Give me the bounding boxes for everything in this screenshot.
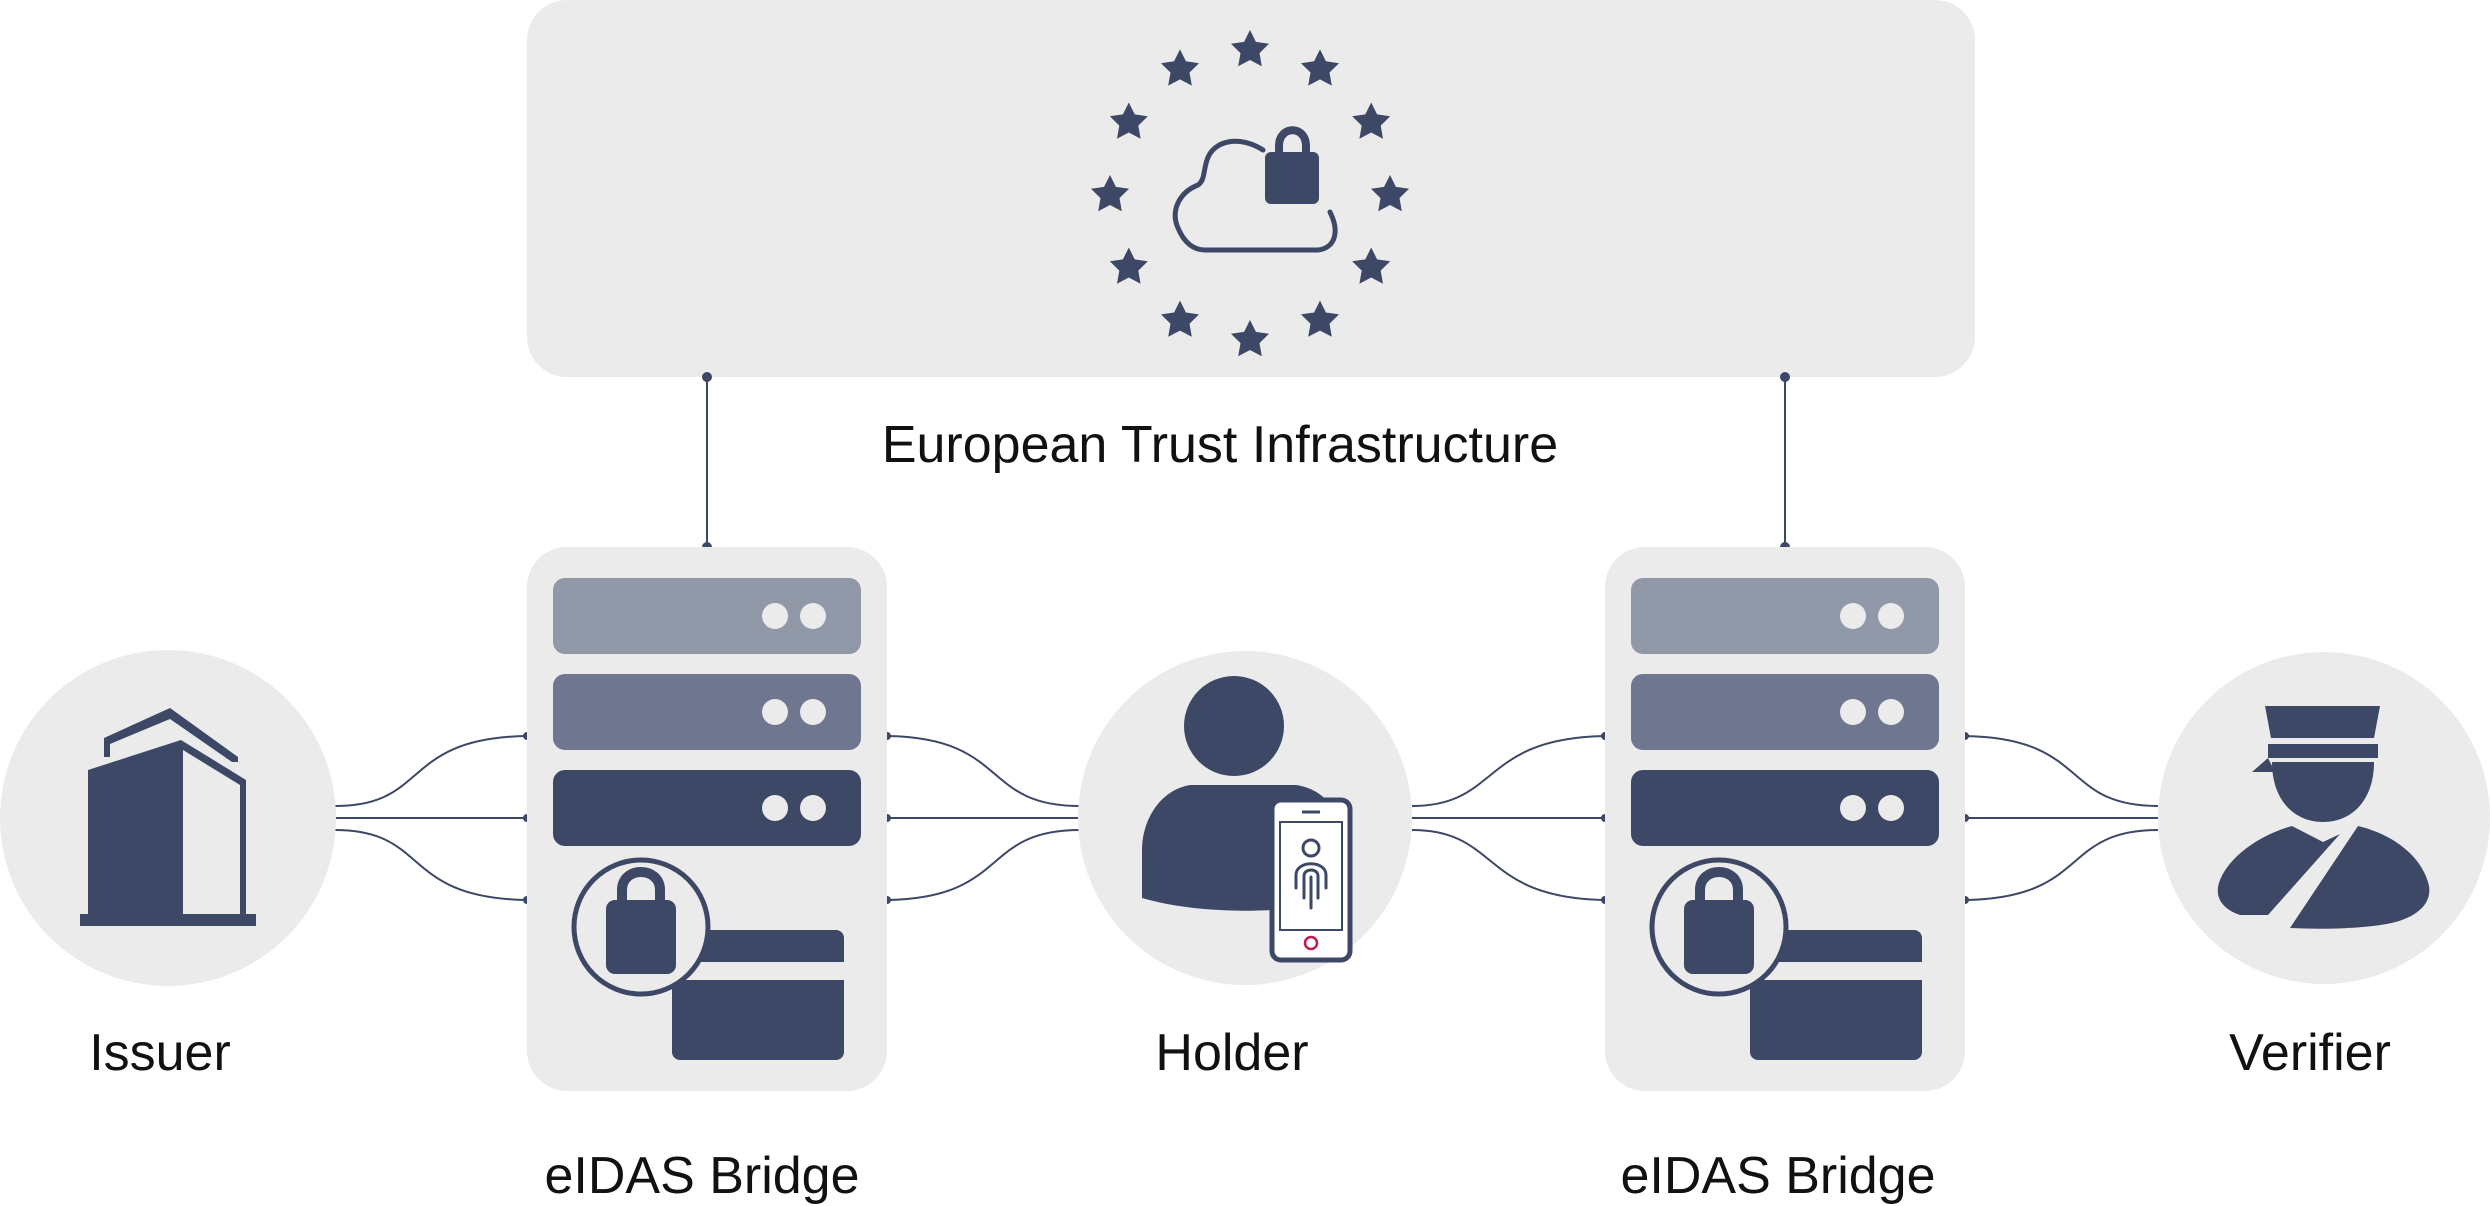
server-unit-1: [553, 578, 861, 654]
bridge-to-verifier-links: [1964, 735, 2159, 901]
server-unit-3: [553, 770, 861, 846]
server-rack-icon: [553, 578, 861, 846]
trust-title: European Trust Infrastructure: [882, 416, 1558, 474]
link-top: [1964, 735, 2159, 807]
issuer-label: Issuer: [89, 1024, 231, 1082]
holder-to-bridge-links: [1411, 735, 1606, 901]
smartphone-fingerprint-icon: [1269, 797, 1353, 963]
link-top: [334, 735, 528, 807]
eidas-bridge-left: eIDAS Bridge: [527, 547, 887, 1205]
link-bottom: [886, 829, 1081, 901]
bridge-to-holder-links: [886, 735, 1081, 901]
cloud-lock-shackle: [1275, 126, 1310, 158]
verifier-label: Verifier: [2229, 1024, 2391, 1082]
server-unit-1: [1631, 578, 1939, 654]
trust-connector-right-dot-top: [1780, 372, 1790, 382]
phone-home-button: [1303, 935, 1319, 951]
server-unit-2: [553, 674, 861, 750]
link-top: [886, 735, 1081, 807]
issuer-to-bridge-links: [334, 735, 528, 901]
padlock-icon: [571, 857, 711, 997]
server-rack-icon: [1631, 578, 1939, 846]
server-unit-3: [1631, 770, 1939, 846]
officer-cap-top: [2265, 706, 2380, 738]
officer-cap-brim: [2268, 744, 2378, 758]
padlock-icon: [1649, 857, 1789, 997]
building-icon: [80, 708, 256, 926]
holder-label: Holder: [1155, 1024, 1308, 1082]
link-bottom: [1411, 829, 1606, 901]
card-icon: [1750, 930, 1922, 1060]
cloud-lock-body: [1265, 152, 1319, 204]
person-head: [1184, 676, 1284, 776]
link-bottom: [334, 829, 528, 901]
bridge-right-label: eIDAS Bridge: [1620, 1147, 1935, 1205]
officer-icon: [2217, 706, 2430, 929]
card-icon: [672, 930, 844, 1060]
trust-infrastructure: European Trust Infrastructure: [527, 0, 1975, 474]
bridge-left-label: eIDAS Bridge: [544, 1147, 859, 1205]
cloud-outline: [1172, 138, 1338, 253]
server-unit-2: [1631, 674, 1939, 750]
trust-connector-left-dot-top: [702, 372, 712, 382]
officer-shoulder-right: [2290, 826, 2430, 929]
link-top: [1411, 735, 1606, 807]
officer-shoulder-left: [2217, 826, 2340, 915]
officer-head: [2272, 762, 2374, 822]
connection-lines: [334, 735, 2159, 901]
trust-panel: [527, 0, 1975, 377]
officer-cap-visor: [2252, 758, 2275, 772]
issuer-node: Issuer: [0, 650, 336, 1082]
fingerprint-icon: [1294, 838, 1328, 910]
eidas-bridge-right: eIDAS Bridge: [1605, 547, 1965, 1205]
link-bottom: [1964, 829, 2159, 901]
holder-node: Holder: [1078, 651, 1412, 1082]
verifier-node: Verifier: [2158, 652, 2490, 1082]
cloud-lock-icon: [1172, 126, 1338, 253]
